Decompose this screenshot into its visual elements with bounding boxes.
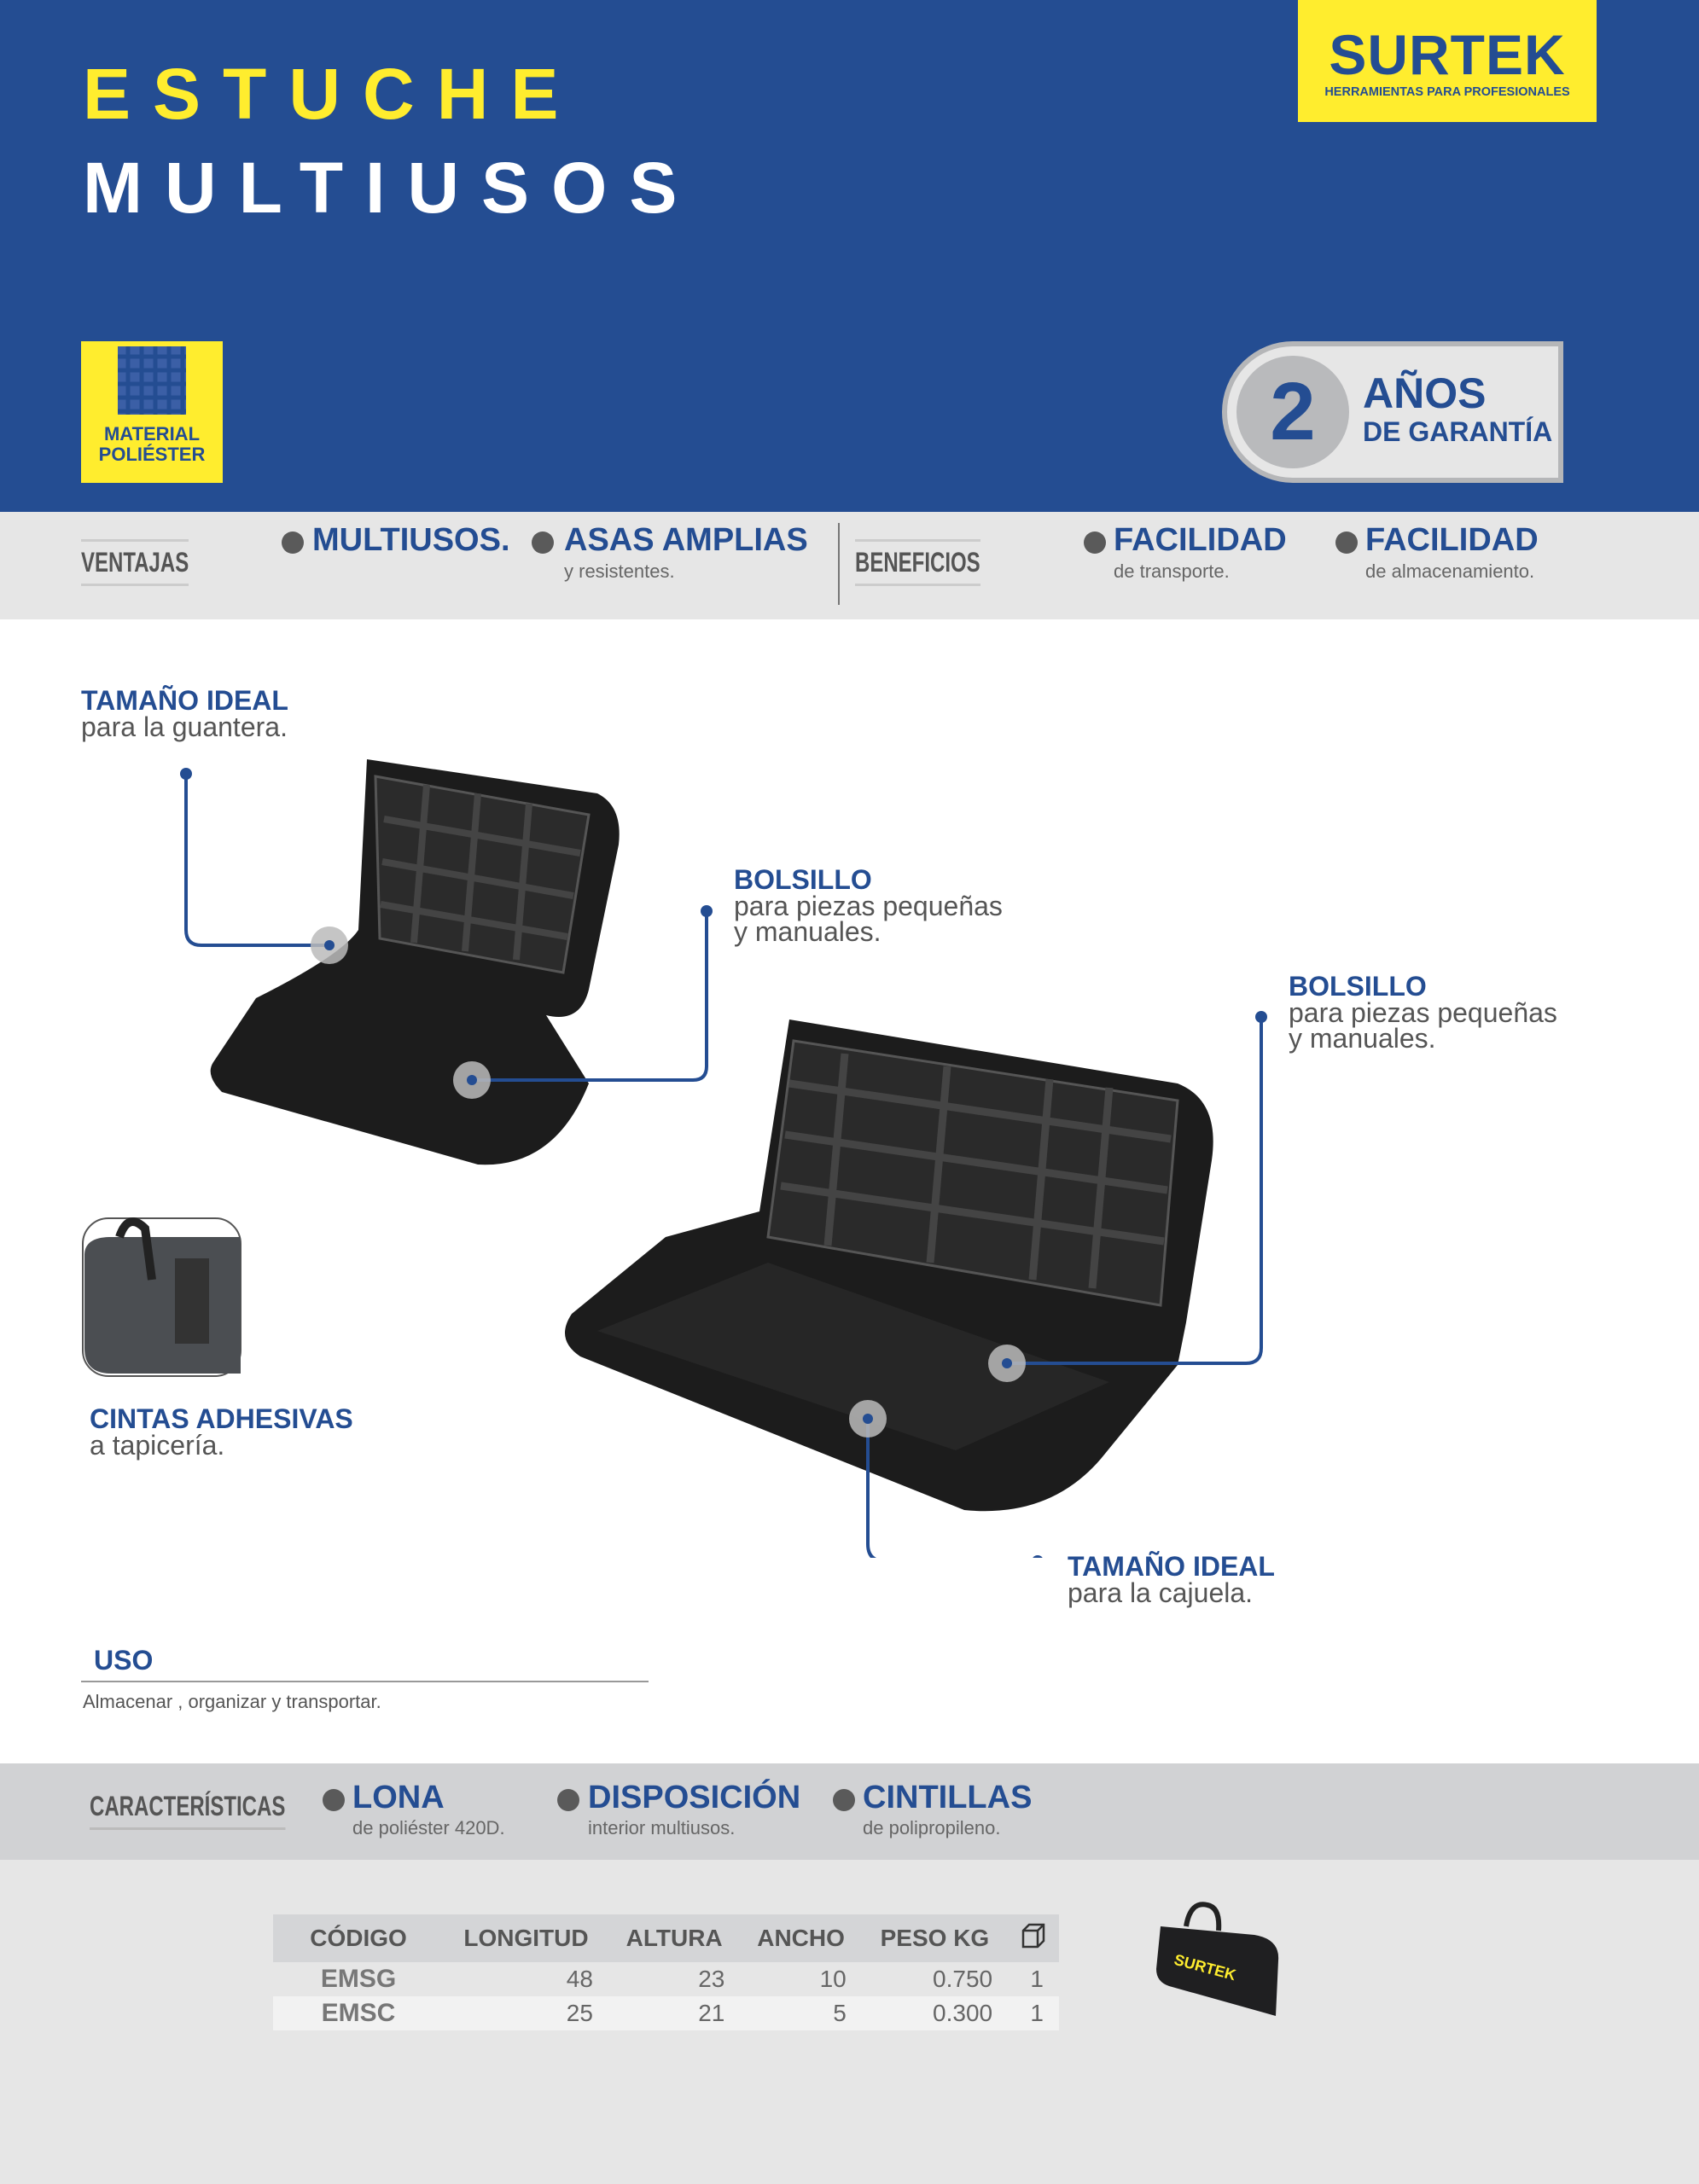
callout-title: BOLSILLO (734, 864, 872, 895)
bullet-icon (1084, 531, 1106, 554)
feature-title: LONA (352, 1780, 445, 1815)
warranty-line1: AÑOS (1363, 369, 1487, 417)
cell: 0.750 (933, 1966, 993, 1992)
feature-sub: interior multiusos. (588, 1817, 736, 1838)
spec-table: CÓDIGO LONGITUD ALTURA ANCHO PESO KG EMS… (273, 1914, 1059, 2030)
caracteristicas-label: CARACTERÍSTICAS (90, 1786, 286, 1830)
callout-title: CINTAS ADHESIVAS (90, 1403, 353, 1434)
brand-logo: SURTEK HERRAMIENTAS PARA PROFESIONALES (1298, 0, 1597, 122)
cell: 10 (819, 1966, 847, 1992)
table-header: CÓDIGO LONGITUD ALTURA ANCHO PESO KG (273, 1914, 1059, 1962)
material-line1: MATERIAL (103, 423, 201, 444)
beneficios-label: BENEFICIOS (855, 539, 980, 586)
benefit-sub: de transporte. (1114, 561, 1230, 582)
uso-divider (81, 1681, 649, 1682)
cell: 1 (1030, 1966, 1044, 1992)
cell: 1 (1008, 1996, 1059, 2030)
bullet-icon (1335, 531, 1358, 554)
cell-code: EMSG (320, 1965, 397, 1993)
callout-text: para la cajuela. (1068, 1577, 1254, 1608)
callout-text: y manuales. (734, 916, 882, 947)
material-line2: POLIÉSTER (98, 444, 206, 465)
callout-text: para piezas pequeñas (1289, 997, 1557, 1028)
warranty-number: 2 (1270, 366, 1316, 457)
bullet-icon (282, 531, 304, 554)
logo-name: SURTEK (1329, 23, 1566, 86)
adhesive-strip-image (82, 1217, 241, 1377)
callout-title: TAMAÑO IDEAL (1068, 1551, 1275, 1582)
callout-text: y manuales. (1289, 1023, 1436, 1054)
features-band (0, 1763, 1699, 1860)
col-altura: ALTURA (608, 1914, 741, 1962)
callout-text: para piezas pequeñas (734, 891, 1003, 921)
table-row: EMSG 48 23 10 0.750 1 (273, 1962, 1059, 1996)
cell: 0.300 (861, 1996, 1009, 2030)
divider (838, 523, 840, 605)
col-codigo: CÓDIGO (273, 1914, 444, 1962)
cell: 21 (608, 1996, 741, 2030)
bullet-icon (323, 1789, 345, 1811)
advantage-title: ASAS AMPLIAS (564, 522, 808, 558)
bullet-icon (557, 1789, 579, 1811)
cell-code: EMSC (273, 1996, 444, 2030)
callout-text: para la guantera. (81, 712, 288, 742)
title-line1: ESTUCHE (83, 54, 581, 134)
benefit-title: FACILIDAD (1114, 522, 1287, 558)
advantages-band (0, 512, 1699, 619)
warranty-line2: DE GARANTÍA (1363, 416, 1553, 447)
uso-title: USO (94, 1645, 154, 1676)
ventajas-label: VENTAJAS (81, 539, 189, 586)
cell: 5 (740, 1996, 862, 2030)
title-line2: MULTIUSOS (83, 148, 700, 228)
cell: 23 (698, 1966, 725, 1992)
benefit-title: FACILIDAD (1365, 522, 1539, 558)
logo-tagline: HERRAMIENTAS PARA PROFESIONALES (1324, 85, 1570, 99)
warranty-shape (1222, 341, 1563, 483)
bullet-icon (532, 531, 554, 554)
box-icon (1008, 1914, 1059, 1962)
closed-bag-image: SURTEK (1152, 1901, 1280, 2024)
product-illustration (82, 759, 1267, 1558)
warranty-badge: 2 AÑOS DE GARANTÍA (1222, 341, 1563, 483)
cell: 25 (444, 1996, 608, 2030)
callout-text: a tapicería. (90, 1430, 225, 1461)
feature-title: DISPOSICIÓN (588, 1780, 801, 1815)
advantage-sub: y resistentes. (564, 561, 675, 582)
feature-sub: de polipropileno. (863, 1817, 1001, 1838)
col-longitud: LONGITUD (444, 1914, 608, 1962)
uso-text: Almacenar , organizar y transportar. (83, 1691, 381, 1712)
weave-icon (118, 346, 186, 415)
large-case-image (565, 1019, 1213, 1512)
small-case-image (210, 759, 620, 1165)
col-peso: PESO KG (861, 1914, 1009, 1962)
benefit-sub: de almacenamiento. (1365, 561, 1535, 582)
callout-title: BOLSILLO (1289, 971, 1427, 1002)
feature-sub: de poliéster 420D. (352, 1817, 505, 1838)
col-ancho: ANCHO (740, 1914, 862, 1962)
callout-title: TAMAÑO IDEAL (81, 685, 288, 716)
advantage-title: MULTIUSOS. (312, 522, 510, 558)
cell: 48 (566, 1966, 593, 1992)
feature-title: CINTILLAS (863, 1780, 1033, 1815)
bullet-icon (833, 1789, 855, 1811)
